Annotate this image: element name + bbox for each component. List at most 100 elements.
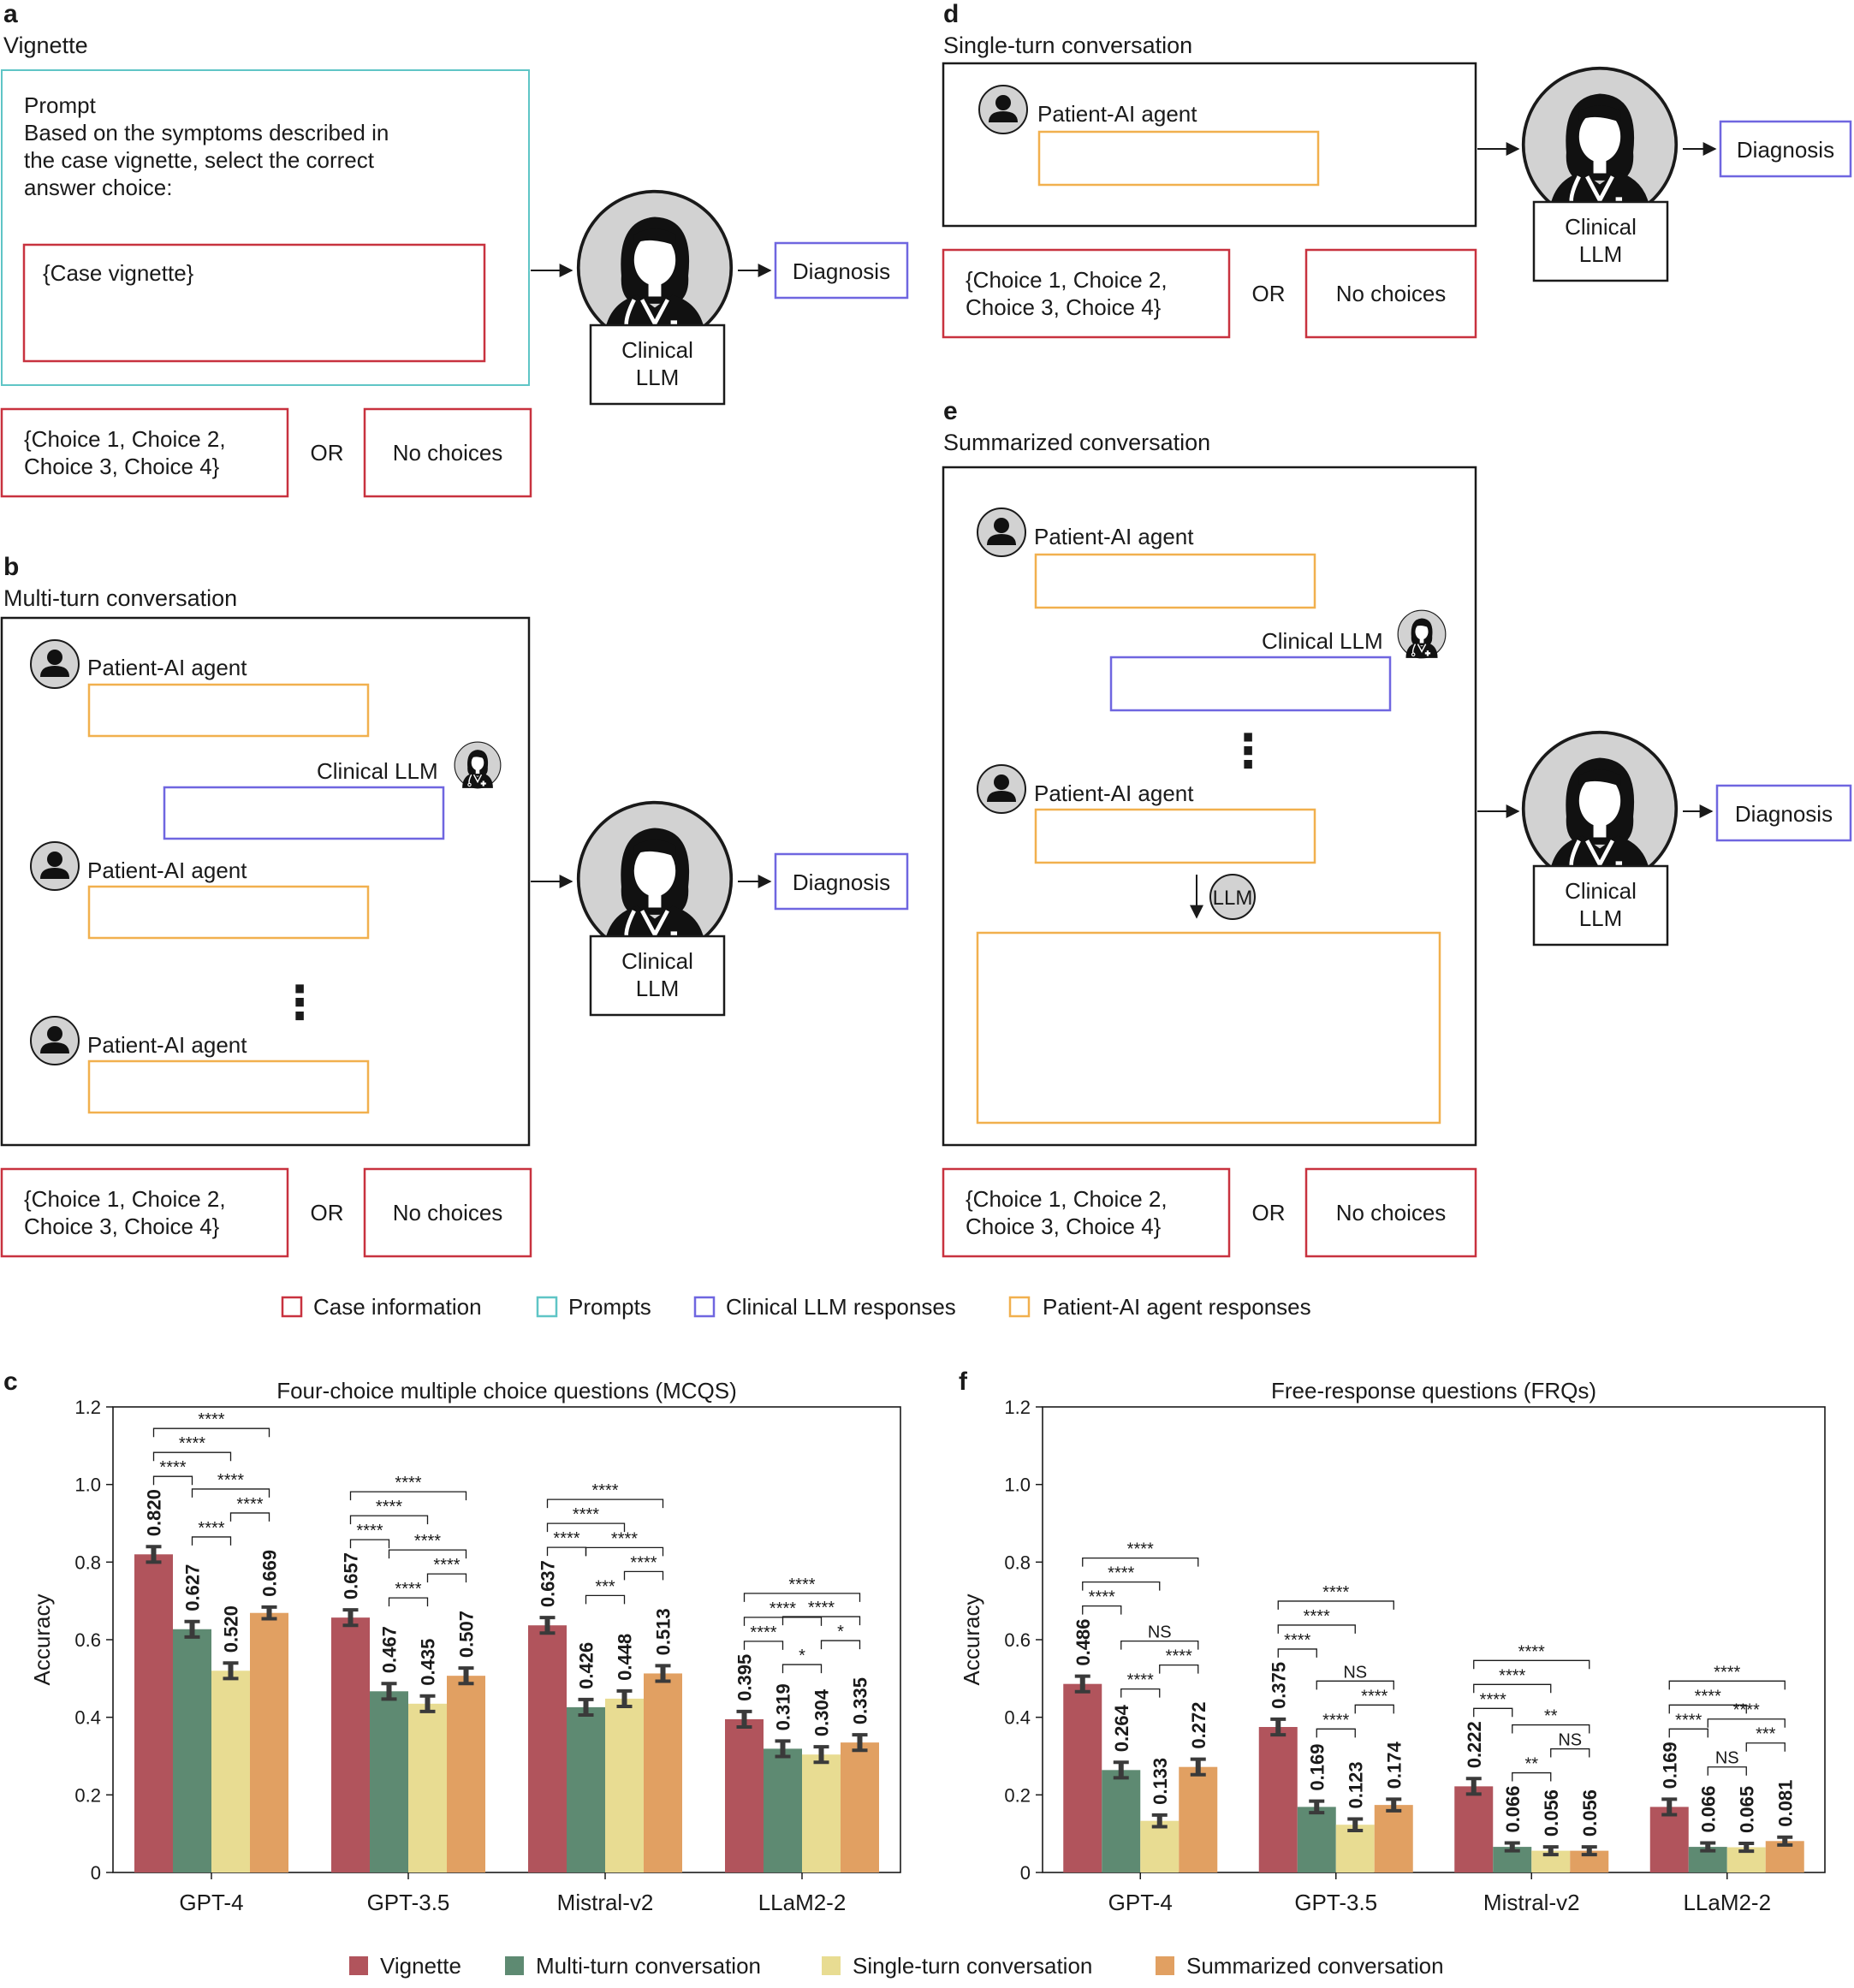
bar: [644, 1673, 682, 1872]
significance-label: ****: [591, 1481, 618, 1500]
bar: [528, 1625, 567, 1872]
legend-label: Clinical LLM responses: [726, 1294, 956, 1320]
chart-title: Four-choice multiple choice questions (M…: [276, 1378, 737, 1403]
significance-label: ****: [1499, 1666, 1525, 1685]
clinical-response-box: [163, 786, 445, 840]
no-choices-box: [363, 407, 532, 498]
patient-agent-label: Patient-AI agent: [1034, 780, 1194, 806]
significance-bracket: [743, 1641, 784, 1650]
y-tick-label: 0.6: [74, 1629, 101, 1651]
data-label: 0.133: [1150, 1758, 1171, 1805]
legend-swatch: [693, 1296, 716, 1318]
prompt-line: Prompt: [24, 92, 97, 118]
x-tick-label: GPT-4: [1108, 1890, 1173, 1915]
legend-label: Single-turn conversation: [853, 1953, 1092, 1979]
significance-bracket: [585, 1546, 664, 1557]
bar: [1649, 1807, 1689, 1872]
significance-bracket: [1707, 1718, 1786, 1728]
diagnosis-label: Diagnosis: [793, 869, 890, 895]
data-label: 0.637: [538, 1560, 559, 1607]
llm-badge-circle: [1209, 874, 1256, 920]
clinical-llm-label: Clinical: [621, 948, 693, 974]
choices-box: [0, 1167, 289, 1258]
clinical-llm-label: LLM: [1579, 905, 1623, 931]
bar: [408, 1703, 447, 1872]
panel-letter: e: [943, 397, 958, 425]
data-label: 0.669: [259, 1550, 281, 1597]
choices-line: Choice 3, Choice 4}: [24, 1214, 220, 1239]
significance-bracket: [743, 1593, 861, 1602]
significance-label: ****: [1304, 1607, 1330, 1626]
llm-badge-label: LLM: [1213, 887, 1253, 910]
panel-d: d Single-turn conversation Patient-AI ag…: [942, 0, 1852, 339]
significance-bracket: [1277, 1600, 1394, 1610]
data-label: 0.520: [221, 1605, 242, 1653]
significance-bracket: [1159, 1664, 1199, 1674]
data-label: 0.435: [418, 1639, 439, 1686]
diagnosis-box: [774, 241, 909, 300]
data-label: 0.272: [1188, 1702, 1209, 1749]
bar: [1297, 1807, 1336, 1872]
legend-label: Vignette: [380, 1953, 461, 1979]
clinical-llm-label: Clinical: [621, 337, 693, 363]
significance-label: *: [837, 1623, 844, 1641]
significance-bracket: [1668, 1704, 1747, 1714]
significance-label: ****: [236, 1495, 263, 1514]
significance-label: **: [1524, 1755, 1538, 1774]
ellipsis-dots: ⋮: [1225, 726, 1271, 777]
panel-title: Vignette: [3, 33, 88, 58]
significance-bracket: [1745, 1742, 1786, 1752]
significance-bracket: [1668, 1728, 1708, 1738]
significance-label: ****: [198, 1519, 224, 1538]
significance-label: ****: [376, 1498, 402, 1516]
patient-response-box: [1037, 130, 1320, 187]
box-legend: Case information Prompts Clinical LLM re…: [281, 1294, 1311, 1320]
significance-bracket: [229, 1512, 270, 1522]
patient-response-box: [87, 683, 370, 738]
significance-label: ****: [1733, 1701, 1760, 1720]
y-tick-label: 1.0: [74, 1475, 101, 1496]
clinical-llm-label: Clinical: [1565, 878, 1637, 904]
panel-letter: d: [943, 0, 959, 28]
significance-bracket: [152, 1451, 232, 1462]
bar: [211, 1671, 250, 1872]
significance-bracket: [349, 1539, 390, 1549]
x-tick-label: LLaM2-2: [758, 1890, 847, 1915]
diagnosis-box: [1719, 120, 1852, 178]
significance-label: ****: [433, 1556, 460, 1575]
clinical-llm-label: LLM: [1579, 241, 1623, 267]
legend-swatch: [349, 1956, 368, 1975]
significance-label: ****: [553, 1529, 579, 1548]
y-tick-label: 0.2: [1004, 1784, 1031, 1806]
patient-response-box: [1034, 808, 1316, 864]
conversation-frame: [0, 616, 531, 1147]
no-choices-box: [1304, 248, 1477, 339]
bar: [250, 1612, 288, 1872]
significance-bracket: [388, 1597, 429, 1607]
significance-label: ****: [770, 1599, 796, 1618]
data-label: 0.169: [1659, 1742, 1680, 1789]
significance-label: **: [1544, 1707, 1558, 1726]
bar: [567, 1706, 605, 1872]
y-tick-label: 0.8: [1004, 1552, 1031, 1573]
significance-label: ****: [750, 1623, 776, 1642]
data-label: 0.627: [182, 1564, 204, 1611]
significance-label: ****: [1108, 1564, 1134, 1583]
diagnosis-label: Diagnosis: [793, 258, 890, 284]
significance-label: ****: [395, 1580, 421, 1599]
significance-bracket: [546, 1546, 587, 1557]
bar: [1335, 1825, 1375, 1872]
significance-label: ****: [1675, 1711, 1702, 1730]
choices-line: Choice 3, Choice 4}: [966, 1214, 1162, 1239]
data-label: 0.513: [653, 1608, 674, 1655]
prompt-line: answer choice:: [24, 175, 172, 200]
significance-bracket: [1473, 1659, 1590, 1670]
x-tick-label: Mistral-v2: [1483, 1890, 1580, 1915]
y-tick-label: 1.0: [1004, 1475, 1031, 1496]
no-choices-box: [363, 1167, 532, 1258]
significance-label: ****: [198, 1410, 224, 1429]
significance-label: ****: [395, 1474, 421, 1492]
y-axis-label: Accuracy: [29, 1594, 55, 1686]
x-tick-label: GPT-4: [179, 1890, 243, 1915]
significance-bracket: [1707, 1766, 1747, 1776]
